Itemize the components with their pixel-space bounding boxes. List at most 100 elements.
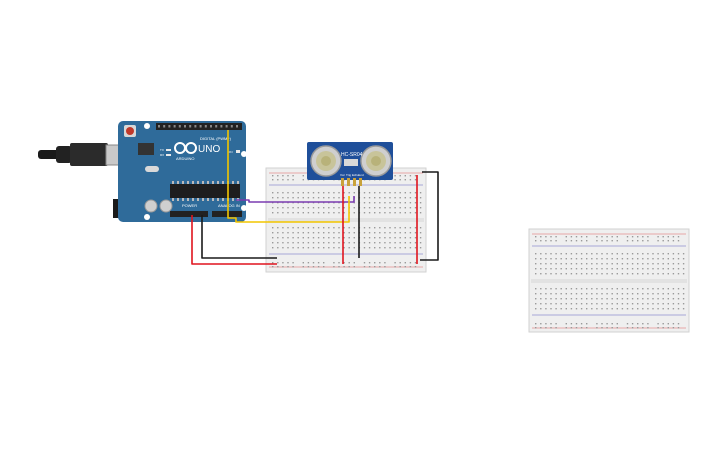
rx-label: RX [160,153,164,157]
breadboard-hole [379,207,381,209]
breadboard-hole [677,298,680,300]
breadboard-hole [611,288,613,290]
breadboard-hole [677,293,680,295]
breadboard-hole [540,323,542,325]
breadboard-hole [535,253,537,255]
breadboard-hole [302,197,304,199]
analog-header[interactable] [212,211,242,217]
breadboard-hole [575,288,578,290]
breadboard-hole [616,303,618,305]
breadboard-hole [657,308,659,310]
breadboard-hole [611,323,613,325]
header-pin [168,125,171,128]
breadboard-hole [586,298,588,300]
breadboard-hole [667,253,669,255]
breadboard-hole [363,266,366,268]
on-label: ON [228,150,233,154]
breadboard-hole [662,327,664,329]
breadboard-hole [333,266,335,268]
breadboard-hole [323,212,325,214]
breadboard-hole [596,293,598,295]
breadboard-hole [292,266,294,268]
breadboard-hole [601,236,603,238]
breadboard-hole [631,303,634,305]
header-pin [178,125,181,128]
breadboard-hole [282,247,284,249]
breadboard-hole [631,268,634,270]
breadboard-hole [672,303,675,305]
breadboard-hole [535,288,537,290]
breadboard-hole [570,298,573,300]
breadboard-hole [616,268,618,270]
breadboard-hole [550,253,552,255]
breadboard-hole [302,242,304,244]
breadboard-hole [586,293,588,295]
breadboard-hole [379,202,381,204]
breadboard-hole [287,179,289,181]
breadboard-hole [626,268,629,270]
breadboard-hole [672,240,675,242]
breadboard-hole [575,273,578,275]
breadboard-hole [384,247,386,249]
wire-rail-gnd[interactable] [420,171,439,261]
breadboard-hole [363,232,366,234]
mount-hole [144,214,150,220]
digital-header[interactable] [156,123,242,130]
breadboard-hole [419,202,422,204]
chip-pin [187,181,189,184]
breadboard-hole [565,288,567,290]
wire-vcc-arduino[interactable] [191,215,277,265]
chip-pin [207,181,209,184]
breadboard-hole [672,293,675,295]
breadboard-hole [389,237,391,239]
wires[interactable] [191,130,439,265]
wire-trig[interactable] [227,130,350,223]
breadboard-hole [277,207,279,209]
breadboard-hole [312,237,315,239]
breadboard-hole [338,212,340,214]
breadboard-hole [277,179,279,181]
breadboard-secondary[interactable] [528,228,690,333]
breadboard-hole [601,288,603,290]
breadboard-hole [565,293,567,295]
breadboard-hole [277,237,279,239]
wire-gnd-arduino[interactable] [201,215,277,259]
breadboard-hole [586,268,588,270]
breadboard-hole [626,323,629,325]
breadboard-hole [414,192,417,194]
breadboard-hole [631,323,634,325]
breadboard-hole [414,179,417,181]
breadboard-hole [575,268,578,270]
sensor-pin [347,178,350,186]
breadboard-hole [394,175,396,177]
breadboard-main[interactable] [265,167,427,273]
breadboard-hole [570,323,573,325]
breadboard-hole [394,212,396,214]
arduino-uno-board[interactable]: DIGITAL (PWM~) UNO ARDUINO TX RX ON POWE… [118,121,247,222]
breadboard-hole [560,293,562,295]
breadboard-hole [642,298,644,300]
breadboard-hole [580,308,583,310]
breadboard-hole [570,293,573,295]
breadboard-hole [621,293,624,295]
breadboard-hole [637,308,639,310]
breadboard-hole [677,303,680,305]
breadboard-hole [307,212,310,214]
power-header[interactable] [170,211,208,217]
breadboard-hole [677,240,680,242]
breadboard-hole [409,212,412,214]
breadboard-hole [535,293,537,295]
breadboard-hole [631,273,634,275]
breadboard-hole [353,192,355,194]
breadboard-hole [292,212,294,214]
breadboard-hole [555,240,557,242]
breadboard-hole [570,258,573,260]
breadboard-hole [419,207,422,209]
breadboard-hole [647,288,649,290]
breadboard-hole [601,258,603,260]
hc-sr04-sensor[interactable]: HC-SR04 Vcc Trig Echo Gnd [307,142,393,186]
breadboard-hole [399,242,401,244]
wire-echo[interactable] [236,196,355,203]
